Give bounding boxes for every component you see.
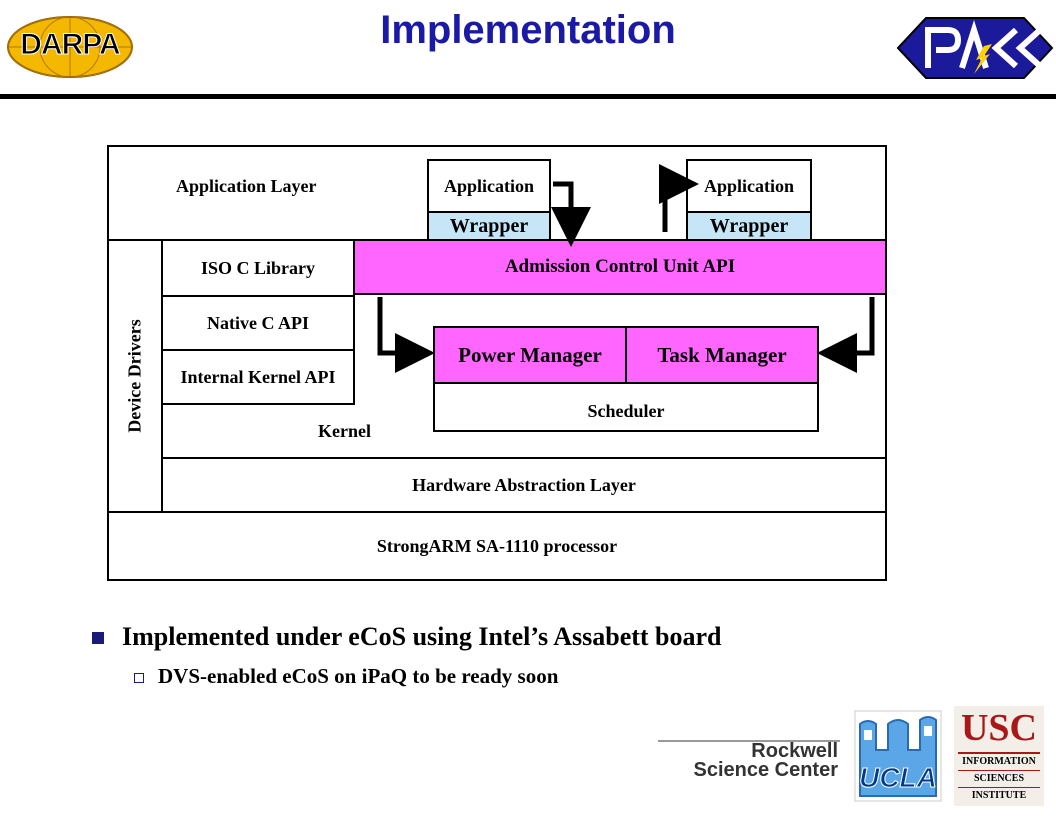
wrapper-label-1: Wrapper [449, 214, 529, 237]
usc-logo-rule-2 [958, 770, 1040, 771]
admission-control-box: Admission Control Unit API [353, 239, 887, 295]
ucla-logo: UCLA [854, 710, 942, 802]
application-label-2: Application [703, 175, 795, 196]
native-c-api-label: Native C API [207, 312, 309, 333]
usc-logo-line1: INFORMATION [962, 756, 1036, 767]
internal-kernel-api-label: Internal Kernel API [180, 366, 336, 387]
task-manager-box: Task Manager [625, 326, 819, 384]
task-manager-label: Task Manager [657, 342, 787, 367]
internal-kernel-api-box: Internal Kernel API [161, 349, 355, 405]
native-c-api-box: Native C API [161, 295, 355, 351]
hal-label: Hardware Abstraction Layer [412, 474, 636, 495]
iso-c-library-box: ISO C Library [161, 239, 355, 297]
iso-c-library-label: ISO C Library [200, 257, 315, 278]
usc-logo-rule-3 [958, 787, 1040, 788]
power-manager-label: Power Manager [458, 342, 602, 367]
pacc-logo [896, 16, 1054, 80]
device-drivers-label: Device Drivers [124, 319, 145, 433]
page-title: Implementation [380, 8, 676, 52]
usc-logo-text: USC [960, 707, 1038, 749]
bullet-sub-text: DVS-enabled eCoS on iPaQ to be ready soo… [158, 664, 559, 688]
ucla-building-icon [854, 710, 942, 802]
wrapper-box-2: Wrapper [686, 211, 812, 241]
application-box-1: Application [427, 159, 551, 213]
application-label-1: Application [443, 175, 535, 196]
wrapper-label-2: Wrapper [709, 214, 789, 237]
bullet-main-text: Implemented under eCoS using Intel’s Ass… [122, 622, 722, 651]
bullet-square-icon [92, 632, 104, 644]
rockwell-logo: Rockwell Science Center [658, 740, 840, 782]
power-manager-box: Power Manager [433, 326, 627, 384]
usc-isi-logo: USC INFORMATION SCIENCES INSTITUTE [954, 706, 1044, 806]
header-divider [0, 94, 1056, 99]
application-layer-label: Application Layer [176, 176, 317, 196]
rockwell-logo-stripe [658, 740, 840, 742]
scheduler-label: Scheduler [587, 401, 665, 421]
kernel-label: Kernel [318, 421, 371, 441]
admission-control-label: Admission Control Unit API [504, 256, 736, 277]
rockwell-logo-line1: Rockwell [751, 740, 838, 762]
darpa-logo-text: DARPA [20, 28, 121, 62]
wrapper-box-1: Wrapper [427, 211, 551, 241]
hal-box: Hardware Abstraction Layer [161, 457, 887, 513]
darpa-globe-icon [7, 16, 133, 78]
processor-label: StrongARM SA-1110 processor [376, 535, 618, 556]
darpa-logo: DARPA [4, 14, 136, 80]
pacc-logo-icon [896, 17, 1054, 79]
usc-logo-line2: SCIENCES [973, 773, 1025, 784]
usc-logo-line3: INSTITUTE [971, 790, 1027, 801]
usc-logo-rule-1 [958, 752, 1040, 754]
processor-box: StrongARM SA-1110 processor [107, 511, 887, 581]
ucla-logo-text: UCLA [859, 762, 938, 794]
rockwell-logo-line2: Science Center [693, 759, 838, 781]
application-box-2: Application [686, 159, 812, 213]
bullet-hollow-square-icon [134, 673, 144, 683]
